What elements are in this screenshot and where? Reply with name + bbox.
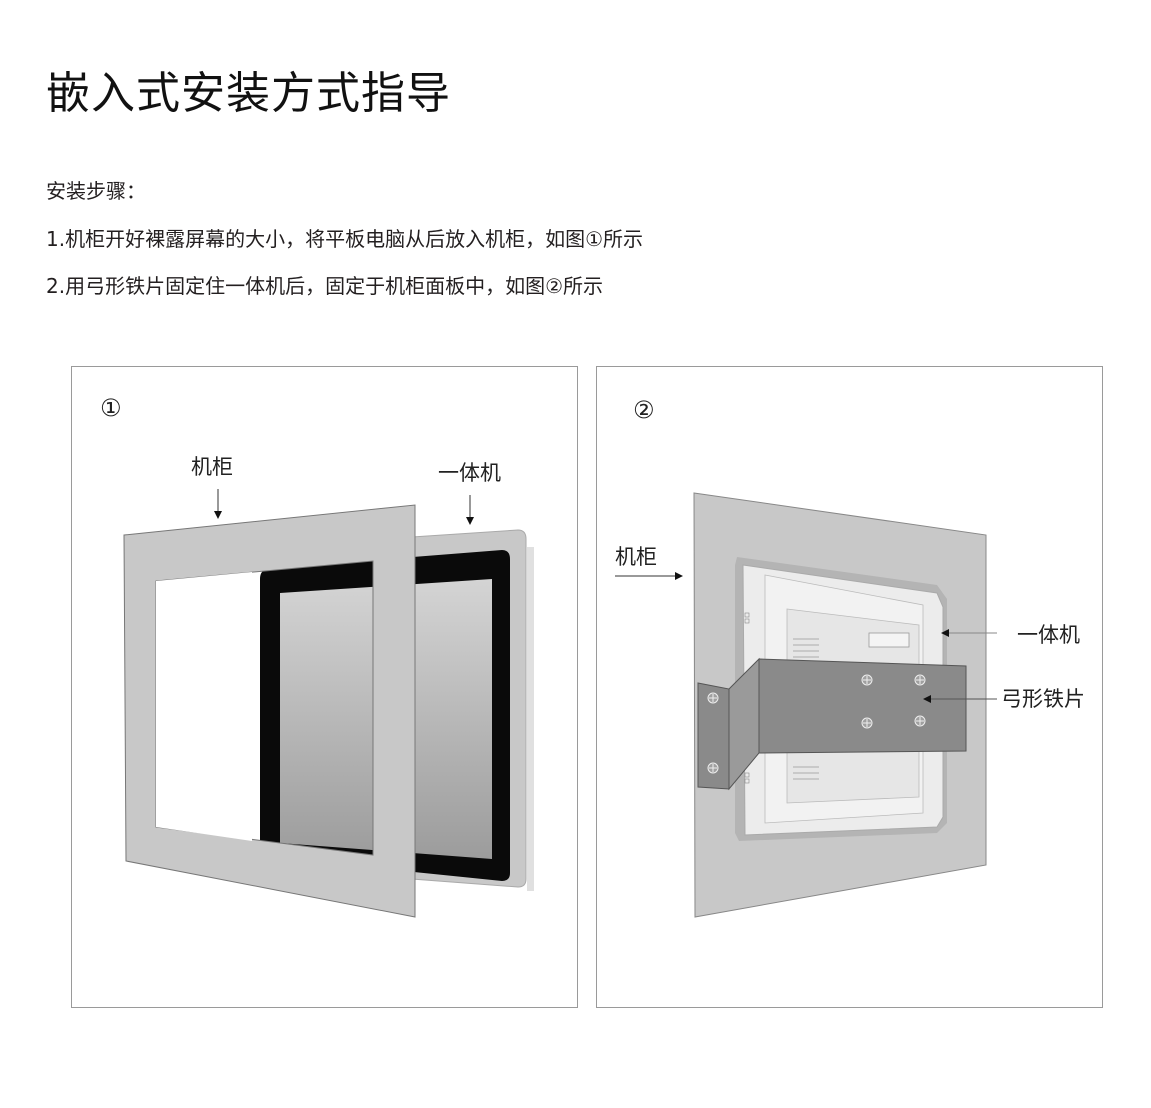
figure-2-label-bracket: 弓形铁片	[1001, 687, 1085, 711]
figure-1-illustration	[123, 489, 534, 918]
figure-1-number: ①	[100, 394, 122, 422]
steps-heading: 安装步骤：	[46, 179, 146, 203]
arrow-icon	[214, 489, 474, 525]
cabinet-panel	[123, 504, 416, 918]
step-2: 2.用弓形铁片固定住一体机后，固定于机柜面板中，如图②所示	[46, 274, 604, 298]
figure-1-panel: ① 机柜 一体机	[71, 366, 578, 1008]
figure-2-label-cabinet: 机柜	[615, 545, 657, 569]
figure-1-label-all-in-one: 一体机	[438, 461, 501, 485]
figure-2-number: ②	[633, 396, 655, 424]
screw-icon	[707, 674, 926, 774]
bracket	[697, 657, 967, 791]
figure-2-panel: ② 机柜 一体机 弓形铁片	[596, 366, 1103, 1008]
figure-1-label-cabinet: 机柜	[191, 455, 233, 479]
page-title: 嵌入式安装方式指导	[46, 68, 451, 119]
figure-2-illustration	[615, 492, 997, 918]
arrow-icon	[615, 572, 997, 703]
step-1: 1.机柜开好裸露屏幕的大小，将平板电脑从后放入机柜，如图①所示	[46, 227, 644, 251]
figure-2-label-all-in-one: 一体机	[1017, 623, 1080, 647]
